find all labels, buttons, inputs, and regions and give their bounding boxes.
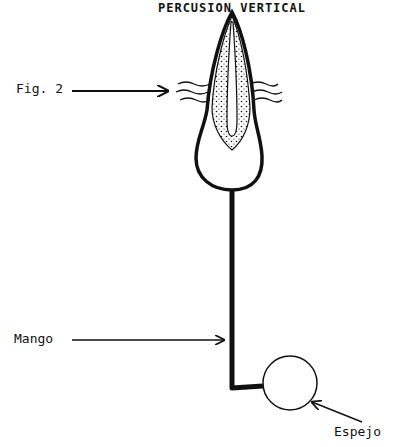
mirror-handle bbox=[232, 190, 263, 388]
mirror-head bbox=[263, 356, 317, 410]
leader-arrow bbox=[72, 339, 224, 341]
dentin bbox=[212, 16, 250, 150]
leader-arrow bbox=[312, 402, 362, 422]
leader-arrow bbox=[72, 90, 168, 92]
gum-lines bbox=[176, 82, 282, 102]
pulp-canal bbox=[227, 22, 237, 136]
part-label: Espejo bbox=[334, 425, 381, 439]
figure-label: Fig. 2 bbox=[16, 82, 63, 96]
part-label: Mango bbox=[14, 332, 53, 346]
figure-title: PERCUSION VERTICAL bbox=[158, 2, 306, 15]
tooth-outline bbox=[196, 12, 262, 190]
